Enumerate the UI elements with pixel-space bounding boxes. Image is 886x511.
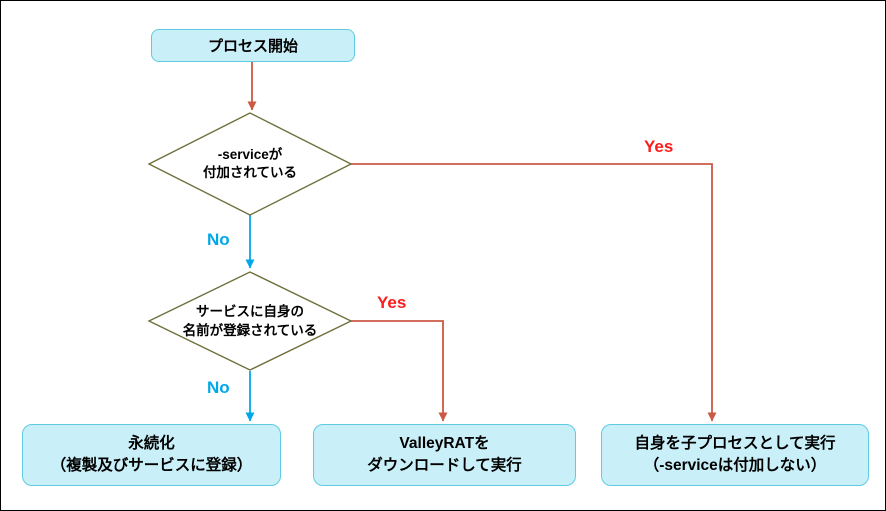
- decision1-no-label: No: [207, 230, 230, 249]
- decision1-yes-label: Yes: [644, 137, 674, 156]
- download-valleyrat-node: ValleyRATを ダウンロードして実行: [313, 424, 576, 486]
- persistence-line2: （複製及びサービスに登録）: [50, 457, 253, 474]
- decision2-no-label: No: [207, 378, 230, 397]
- download-line1: ValleyRATを: [399, 434, 490, 452]
- decision2-diamond: [147, 271, 353, 371]
- arrow-decision1-yes-to-child-process: [351, 163, 717, 422]
- run-child-process-node: 自身を子プロセスとして実行 （-serviceは付加しない）: [601, 424, 869, 486]
- download-line2: ダウンロードして実行: [367, 457, 522, 474]
- child-process-line1: 自身を子プロセスとして実行: [634, 434, 836, 452]
- decision1-diamond: [147, 112, 353, 216]
- start-node-label: プロセス開始: [207, 38, 298, 55]
- arrow-decision2-yes-to-download: [351, 320, 448, 422]
- child-process-line2: （-serviceは付加しない）: [643, 457, 827, 474]
- persistence-node: 永続化 （複製及びサービスに登録）: [22, 424, 281, 486]
- persistence-line1: 永続化: [128, 434, 175, 452]
- decision2-yes-label: Yes: [377, 293, 407, 312]
- start-node: プロセス開始: [151, 29, 355, 62]
